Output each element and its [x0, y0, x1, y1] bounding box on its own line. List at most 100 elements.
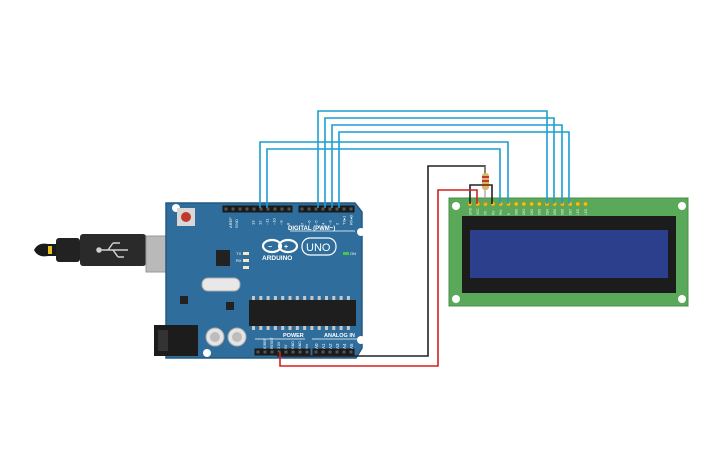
analog-header-pin[interactable] [335, 350, 339, 354]
lcd-pin-label: V0 [484, 211, 488, 215]
wire-db7[interactable] [338, 131, 570, 208]
chip-pin [273, 296, 277, 300]
wire-db5[interactable] [324, 117, 555, 208]
lcd-pin-label: RW [499, 210, 503, 215]
chip-pin [281, 326, 285, 330]
wire-ground-lcd[interactable] [469, 184, 493, 204]
analog-header-pin[interactable] [321, 350, 325, 354]
chip-pins [252, 296, 350, 330]
chip-pin [303, 296, 307, 300]
chip-pin [317, 326, 321, 330]
chip-pin [259, 326, 263, 330]
analog-header-pin[interactable] [314, 350, 318, 354]
on-label: ON [350, 251, 356, 256]
power-header-pin[interactable] [270, 350, 274, 354]
mounting-hole [357, 228, 365, 236]
power-header-pin[interactable] [305, 350, 309, 354]
chip-pin [288, 296, 292, 300]
power-header-pin[interactable] [298, 350, 302, 354]
chip-pin [317, 296, 321, 300]
analog-header [312, 348, 355, 356]
lcd-pin-label: DB3 [538, 209, 542, 215]
lcd-pin-label: DB1 [522, 209, 526, 215]
digital-header-left-pin[interactable] [280, 207, 284, 211]
lcd-pin-label: E [507, 213, 511, 215]
digital-header-left-pin[interactable] [259, 207, 263, 211]
digital-pin-label: 12 [258, 220, 263, 225]
digital-header-left-pin[interactable] [266, 207, 270, 211]
chip-pin [303, 326, 307, 330]
digital-header-right-pin[interactable] [342, 207, 346, 211]
tx-label: TX [236, 251, 241, 256]
lcd-pin-label: DB4 [545, 209, 549, 215]
lcd-pin-label: DB7 [568, 209, 572, 215]
wire-e[interactable] [266, 148, 501, 208]
digital-header-left-pin[interactable] [224, 207, 228, 211]
rx-led [243, 259, 249, 262]
chip-pin [339, 326, 343, 330]
digital-pin-label: ~9 [279, 220, 284, 225]
lcd-mounting-hole [452, 202, 460, 210]
analog-pin-label: A2 [328, 343, 333, 349]
smd-component [226, 302, 234, 310]
lcd-pin[interactable] [521, 201, 527, 207]
resistor[interactable] [482, 166, 489, 204]
reset-button-cap[interactable] [181, 212, 191, 222]
lcd-pin[interactable] [575, 201, 581, 207]
chip-pin [332, 326, 336, 330]
lcd-pin[interactable] [536, 201, 542, 207]
wire-5v[interactable] [279, 189, 478, 367]
digital-pin-label: ~11 [265, 218, 270, 225]
chip-pin [273, 326, 277, 330]
digital-header-left-pin[interactable] [287, 207, 291, 211]
power-header-pin[interactable] [263, 350, 267, 354]
power-header-pin[interactable] [277, 350, 281, 354]
digital-header-right-pin[interactable] [335, 207, 339, 211]
usb-cable-plug-tip [48, 246, 52, 254]
mounting-hole [203, 349, 211, 357]
power-pin-label: Vin [305, 344, 309, 349]
analog-header-pin[interactable] [328, 350, 332, 354]
digital-header [222, 205, 355, 213]
resistor-band [482, 184, 489, 186]
digital-header-right-pin[interactable] [349, 207, 353, 211]
wire-db6[interactable] [331, 124, 563, 208]
aref-label: AREF [228, 217, 233, 228]
digital-header-right-pin[interactable] [321, 207, 325, 211]
power-pin-label: 3.3V [277, 341, 281, 349]
lcd-pin-label: VCC [476, 208, 480, 215]
digital-pin-label: RX◂0 [349, 214, 354, 225]
lcd-pin[interactable] [529, 201, 535, 207]
wire-rs[interactable] [259, 141, 509, 208]
lcd-pin[interactable] [513, 201, 519, 207]
usb-cable [34, 234, 177, 273]
digital-header-left-pin[interactable] [231, 207, 235, 211]
power-header-pin[interactable] [291, 350, 295, 354]
analog-header-pin[interactable] [349, 350, 353, 354]
chip-pin [252, 296, 255, 300]
digital-header-left-pin[interactable] [238, 207, 242, 211]
lcd-mounting-hole [678, 295, 686, 303]
digital-header-right-pin[interactable] [314, 207, 318, 211]
digital-header-right-pin[interactable] [307, 207, 311, 211]
lcd-mounting-hole [678, 202, 686, 210]
usb-icon [96, 242, 128, 258]
power-header-pin[interactable] [284, 350, 288, 354]
lcd-pin[interactable] [582, 201, 588, 207]
capacitor-top [232, 332, 242, 342]
digital-header-left-pin[interactable] [252, 207, 256, 211]
digital-header-right-pin[interactable] [300, 207, 304, 211]
logo-plus: + [284, 244, 288, 251]
lcd-pin-label: DB0 [515, 209, 519, 215]
lcd-pin-label: DB6 [561, 209, 565, 215]
wire-db4[interactable] [317, 110, 548, 208]
digital-header-left-pin[interactable] [245, 207, 249, 211]
analog-pin-label: A0 [314, 343, 319, 349]
analog-pin-label: A3 [335, 343, 340, 349]
power-header-pin[interactable] [256, 350, 260, 354]
analog-header-pin[interactable] [342, 350, 346, 354]
digital-header-right-pin[interactable] [328, 207, 332, 211]
digital-header-left-pin[interactable] [273, 207, 277, 211]
